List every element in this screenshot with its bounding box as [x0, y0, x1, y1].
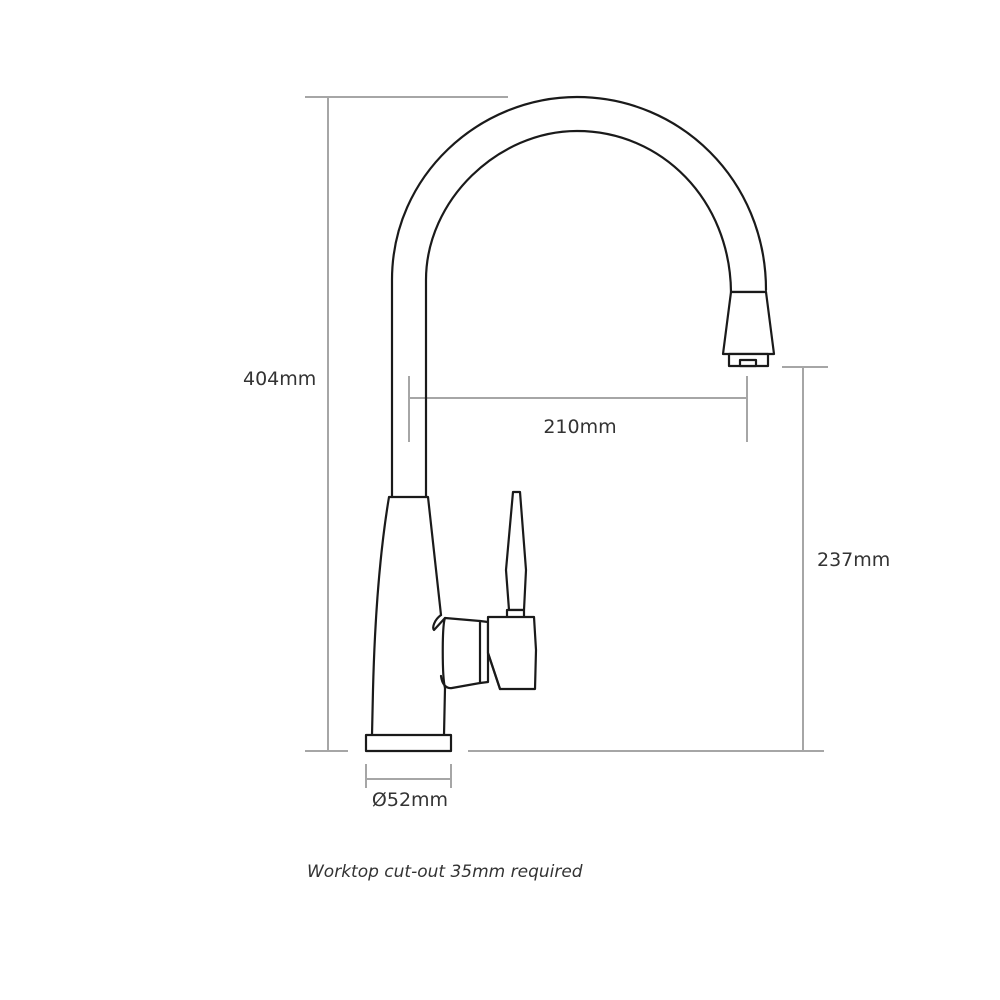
aerator-head — [721, 290, 776, 356]
base-diameter-label: Ø52mm — [372, 789, 448, 811]
dimension-lines — [305, 96, 828, 788]
aerator-outlet — [738, 358, 758, 368]
lever-hub-inner-line — [486, 651, 502, 691]
reach-label: 210mm — [543, 416, 616, 438]
tap-outline — [364, 95, 776, 753]
lever-hub — [486, 615, 538, 691]
dimension-labels: 404mm 210mm 237mm Ø52mm — [243, 368, 890, 811]
lever-housing-cap — [441, 616, 490, 690]
mounting-base — [364, 733, 453, 753]
spout-outer-edge — [390, 95, 768, 499]
spout-inner-edge — [424, 129, 733, 499]
height-total-label: 404mm — [243, 368, 316, 390]
lever-housing — [432, 613, 482, 690]
worktop-cutout-note: Worktop cut-out 35mm required — [307, 862, 583, 882]
lever-handle — [504, 490, 528, 612]
tap-body — [370, 495, 447, 737]
spout-height-label: 237mm — [817, 549, 890, 571]
